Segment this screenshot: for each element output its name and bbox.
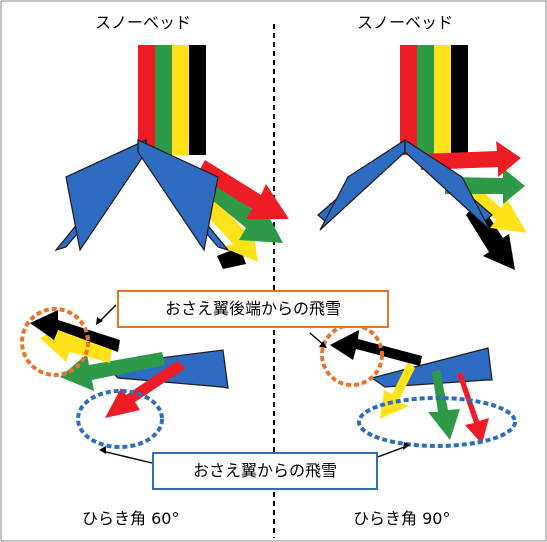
top-right-snowbed bbox=[400, 45, 468, 155]
wing-left-face bbox=[319, 138, 406, 231]
stripe-yellow bbox=[434, 45, 451, 155]
arrow-yellow bbox=[40, 322, 112, 363]
arrow-green bbox=[445, 168, 525, 204]
callout-pointers bbox=[96, 304, 410, 464]
arrow-green bbox=[428, 370, 460, 440]
right-angle-label: ひらき角 90° bbox=[353, 509, 451, 528]
stripe-green bbox=[417, 45, 434, 155]
left-angle-label: ひらき角 60° bbox=[82, 509, 180, 528]
arrow-black bbox=[330, 330, 422, 366]
stripe-green bbox=[155, 45, 172, 155]
pointer-trailing-right-head bbox=[319, 341, 327, 348]
stripe-red bbox=[138, 45, 155, 155]
wing-left-face bbox=[65, 139, 147, 252]
arrow-red bbox=[457, 372, 489, 444]
pointer-trailing-left-head bbox=[96, 317, 103, 325]
bottom-left-side-view bbox=[20, 307, 229, 449]
pointer-wing-right-head bbox=[403, 442, 410, 450]
wing-right-face bbox=[404, 138, 491, 231]
pointer-wing-left-head bbox=[99, 446, 106, 454]
blue-ellipse bbox=[357, 396, 517, 448]
arrow-red bbox=[197, 160, 289, 219]
arrow-green bbox=[60, 352, 165, 391]
bottom-right-side-view bbox=[320, 323, 517, 448]
arrow-black bbox=[30, 310, 120, 352]
arrow-green bbox=[200, 175, 283, 243]
blue-ellipse bbox=[76, 389, 164, 449]
stripe-black bbox=[451, 45, 468, 155]
stripe-black bbox=[189, 45, 206, 155]
arrow-yellow bbox=[380, 362, 415, 419]
orange-circle bbox=[320, 323, 384, 387]
wing-right-face bbox=[137, 139, 219, 252]
stripe-red bbox=[400, 45, 417, 155]
stripe-yellow bbox=[172, 45, 189, 155]
left-snowbed-label: スノーベッド bbox=[95, 13, 192, 32]
orange-circle bbox=[20, 307, 90, 377]
right-snowbed-label: スノーベッド bbox=[357, 13, 454, 32]
pointer-wing-left bbox=[101, 450, 153, 464]
arrow-red bbox=[105, 361, 186, 418]
top-left-snowbed bbox=[138, 45, 206, 155]
callout-wing: おさえ翼からの飛雪 bbox=[152, 452, 378, 490]
top-right-wings bbox=[317, 138, 493, 231]
top-left-wings bbox=[54, 138, 230, 252]
pointer-wing-right bbox=[374, 445, 408, 459]
callout-trailing-edge: おさえ翼後端からの飛雪 bbox=[117, 290, 389, 328]
